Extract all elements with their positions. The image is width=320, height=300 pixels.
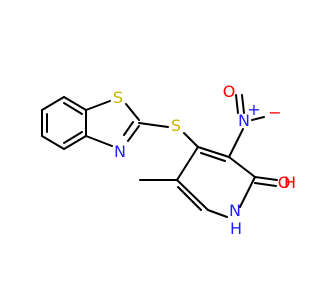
bond xyxy=(197,146,230,158)
nitrogen-atom-label: N xyxy=(238,111,250,130)
bond xyxy=(177,186,202,211)
bond xyxy=(125,103,140,121)
oxygen-atom-label: O xyxy=(278,173,291,192)
bond xyxy=(251,116,265,121)
bond-layer xyxy=(41,94,278,218)
bond xyxy=(207,209,228,218)
bond xyxy=(239,176,256,208)
bond xyxy=(63,102,83,115)
bond xyxy=(41,135,65,150)
bond xyxy=(85,135,113,147)
oxygen-atom-label: O xyxy=(223,82,236,101)
molecule-structure: S N S N + O − O H N H xyxy=(41,82,296,238)
hydrogen-atom-label: H xyxy=(230,219,242,238)
bond xyxy=(235,94,239,114)
bond xyxy=(228,156,256,178)
bond xyxy=(85,100,111,111)
bond xyxy=(127,125,140,142)
bond xyxy=(176,179,209,211)
bond xyxy=(41,96,65,111)
bond xyxy=(176,146,199,181)
hydrogen-atom-label: H xyxy=(284,173,296,192)
nitrogen-atom-label: N xyxy=(229,201,241,220)
sulfur-atom-label: S xyxy=(113,88,123,107)
sulfur-atom-label: S xyxy=(171,116,181,135)
bond xyxy=(200,152,226,162)
charge-label: + xyxy=(247,100,260,119)
bond xyxy=(63,131,83,144)
bond xyxy=(63,135,87,150)
oxygen-atom-label: − xyxy=(268,103,281,122)
bond xyxy=(183,132,199,148)
bond xyxy=(138,122,169,128)
bond xyxy=(63,96,87,111)
bond xyxy=(254,176,278,181)
bond xyxy=(241,94,245,114)
bond xyxy=(123,121,134,136)
nitrogen-atom-label: N xyxy=(114,142,126,161)
atom-label-layer: S N S N + O − O H N H xyxy=(113,82,296,238)
bond xyxy=(228,128,244,158)
bond xyxy=(254,182,277,187)
